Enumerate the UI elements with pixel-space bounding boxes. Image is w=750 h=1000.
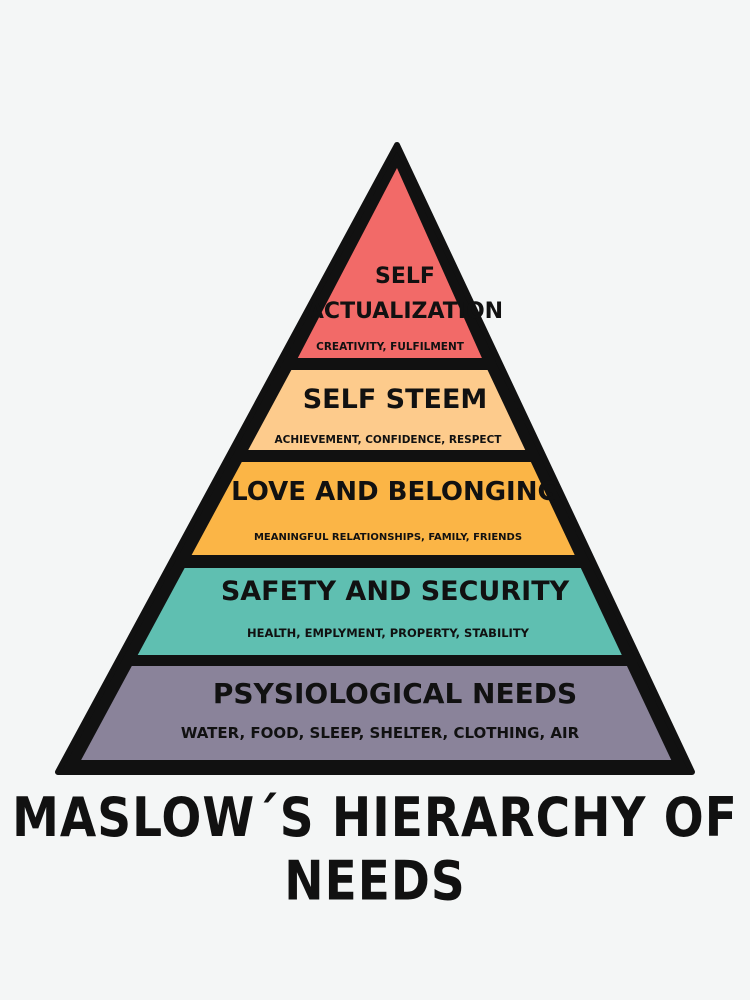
level-name: ACTUALIZATION	[307, 299, 503, 324]
level-band-self-actualization	[297, 168, 482, 358]
pyramid-diagram: SELF ACTUALIZATION CREATIVITY, FULFILMENT S…	[55, 142, 695, 775]
level-details: MEANINGFUL RELATIONSHIPS, FAMILY, FRIEND…	[254, 532, 522, 543]
level-details: WATER, FOOD, SLEEP, SHELTER, CLOTHING, A…	[181, 724, 580, 742]
level-band-self-steem	[248, 370, 526, 450]
level-details: HEALTH, EMPLYMENT, PROPERTY, STABILITY	[247, 626, 530, 640]
level-name: SELF	[375, 264, 435, 289]
level-name: LOVE AND BELONGING	[231, 477, 559, 507]
diagram-title: MASLOW´S HIERARCHY OF NEEDS	[12, 786, 738, 914]
level-details: ACHIEVEMENT, CONFIDENCE, RESPECT	[275, 434, 503, 446]
level-band-safety-and-security	[137, 568, 622, 655]
level-band-love-and-belonging	[191, 462, 575, 555]
level-details: CREATIVITY, FULFILMENT	[316, 341, 465, 353]
level-name: PSYSIOLOGICAL NEEDS	[213, 677, 577, 710]
level-name: SAFETY AND SECURITY	[221, 576, 570, 607]
level-name: SELF STEEM	[303, 384, 488, 415]
level-band-psysiological-needs	[81, 666, 672, 760]
